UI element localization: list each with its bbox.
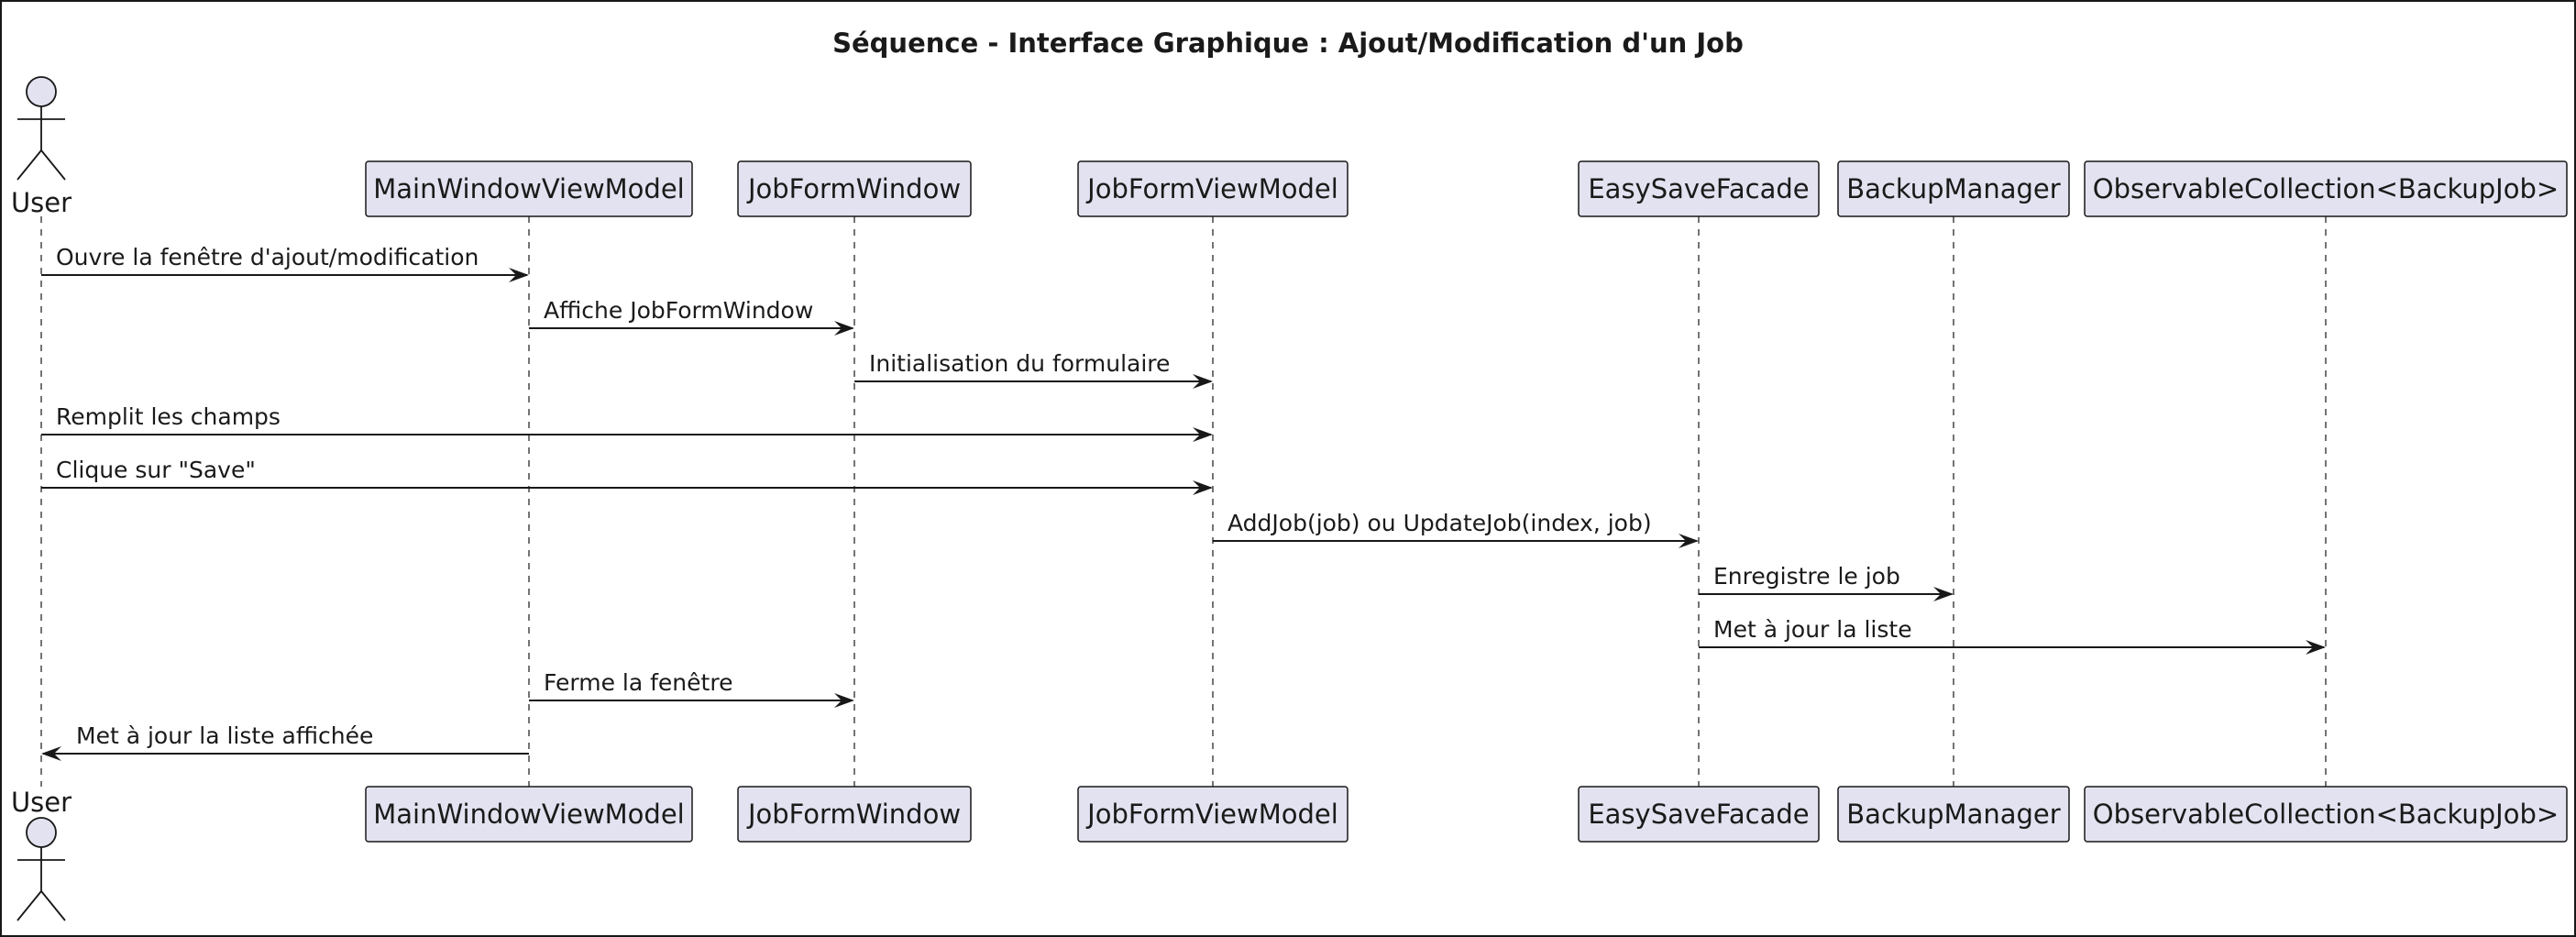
participant-label: MainWindowViewModel	[373, 173, 684, 204]
participant-box	[1578, 786, 1820, 843]
message-5: Clique sur "Save"	[41, 457, 1213, 495]
participant-box	[1837, 786, 2070, 843]
message-4: Remplit les champs	[41, 403, 1213, 442]
message-2: Affiche JobFormWindow	[529, 297, 854, 336]
participant-label: JobFormViewModel	[1085, 799, 1338, 830]
message-label: Remplit les champs	[56, 403, 281, 430]
participant-esf-top: EasySaveFacade	[1578, 160, 1820, 217]
actor-user-bottom-icon	[17, 817, 66, 921]
participant-label: EasySaveFacade	[1588, 799, 1809, 830]
participant-oc-bottom: ObservableCollection<BackupJob>	[2084, 786, 2568, 843]
participant-label: EasySaveFacade	[1588, 173, 1809, 204]
participant-box	[365, 786, 693, 843]
participant-bm-bottom: BackupManager	[1837, 786, 2070, 843]
message-7: Enregistre le job	[1699, 563, 1954, 601]
message-label: Clique sur "Save"	[56, 457, 256, 483]
actor-label-top: User	[11, 187, 72, 218]
message-label: Affiche JobFormWindow	[544, 297, 813, 324]
message-6: AddJob(job) ou UpdateJob(index, job)	[1213, 510, 1699, 548]
message-label: Met à jour la liste	[1713, 616, 1912, 643]
diagram-title: Séquence - Interface Graphique : Ajout/M…	[832, 28, 1744, 59]
message-arrowhead	[1193, 480, 1213, 495]
message-arrowhead	[1193, 374, 1213, 389]
participant-box	[1578, 160, 1820, 217]
participant-label: ObservableCollection<BackupJob>	[2093, 173, 2559, 204]
message-label: Ouvre la fenêtre d'ajout/modification	[56, 244, 479, 270]
message-label: Ferme la fenêtre	[544, 669, 732, 696]
participant-oc-top: ObservableCollection<BackupJob>	[2084, 160, 2568, 217]
participant-label: JobFormWindow	[746, 799, 961, 830]
participant-box	[737, 160, 972, 217]
participant-label: MainWindowViewModel	[373, 799, 684, 830]
message-label: Met à jour la liste affichée	[76, 722, 373, 749]
participant-jfvm-bottom: JobFormViewModel	[1077, 786, 1349, 843]
message-10: Met à jour la liste affichée	[41, 722, 529, 761]
participant-jfw-top: JobFormWindow	[737, 160, 972, 217]
message-arrowhead	[1933, 587, 1954, 601]
message-1: Ouvre la fenêtre d'ajout/modification	[41, 244, 529, 282]
participant-jfvm-top: JobFormViewModel	[1077, 160, 1349, 217]
message-label: Enregistre le job	[1713, 563, 1900, 590]
message-label: Initialisation du formulaire	[869, 350, 1170, 377]
message-8: Met à jour la liste	[1699, 616, 2326, 655]
message-9: Ferme la fenêtre	[529, 669, 854, 708]
participant-label: BackupManager	[1846, 173, 2060, 204]
message-arrowhead	[41, 746, 61, 761]
message-arrowhead	[2306, 640, 2326, 655]
participant-jfw-bottom: JobFormWindow	[737, 786, 972, 843]
participant-label: ObservableCollection<BackupJob>	[2093, 799, 2559, 830]
message-arrowhead	[509, 268, 529, 282]
participant-box	[737, 786, 972, 843]
participant-label: BackupManager	[1846, 799, 2060, 830]
participant-label: JobFormWindow	[746, 173, 961, 204]
participant-box	[1077, 160, 1349, 217]
participant-mwvm-bottom: MainWindowViewModel	[365, 786, 693, 843]
participant-box	[2084, 160, 2568, 217]
participant-box	[1077, 786, 1349, 843]
message-label: AddJob(job) ou UpdateJob(index, job)	[1227, 510, 1652, 536]
message-arrowhead	[834, 321, 854, 336]
message-arrowhead	[1193, 427, 1213, 442]
message-3: Initialisation du formulaire	[854, 350, 1213, 389]
participant-bm-top: BackupManager	[1837, 160, 2070, 217]
participant-box	[365, 160, 693, 217]
actor-user-top-icon	[17, 76, 66, 181]
participant-label: JobFormViewModel	[1085, 173, 1338, 204]
participant-esf-bottom: EasySaveFacade	[1578, 786, 1820, 843]
participant-box	[2084, 786, 2568, 843]
participant-box	[1837, 160, 2070, 217]
message-arrowhead	[1679, 534, 1699, 548]
participant-mwvm-top: MainWindowViewModel	[365, 160, 693, 217]
message-arrowhead	[834, 693, 854, 708]
actor-label-bottom: User	[11, 787, 72, 818]
